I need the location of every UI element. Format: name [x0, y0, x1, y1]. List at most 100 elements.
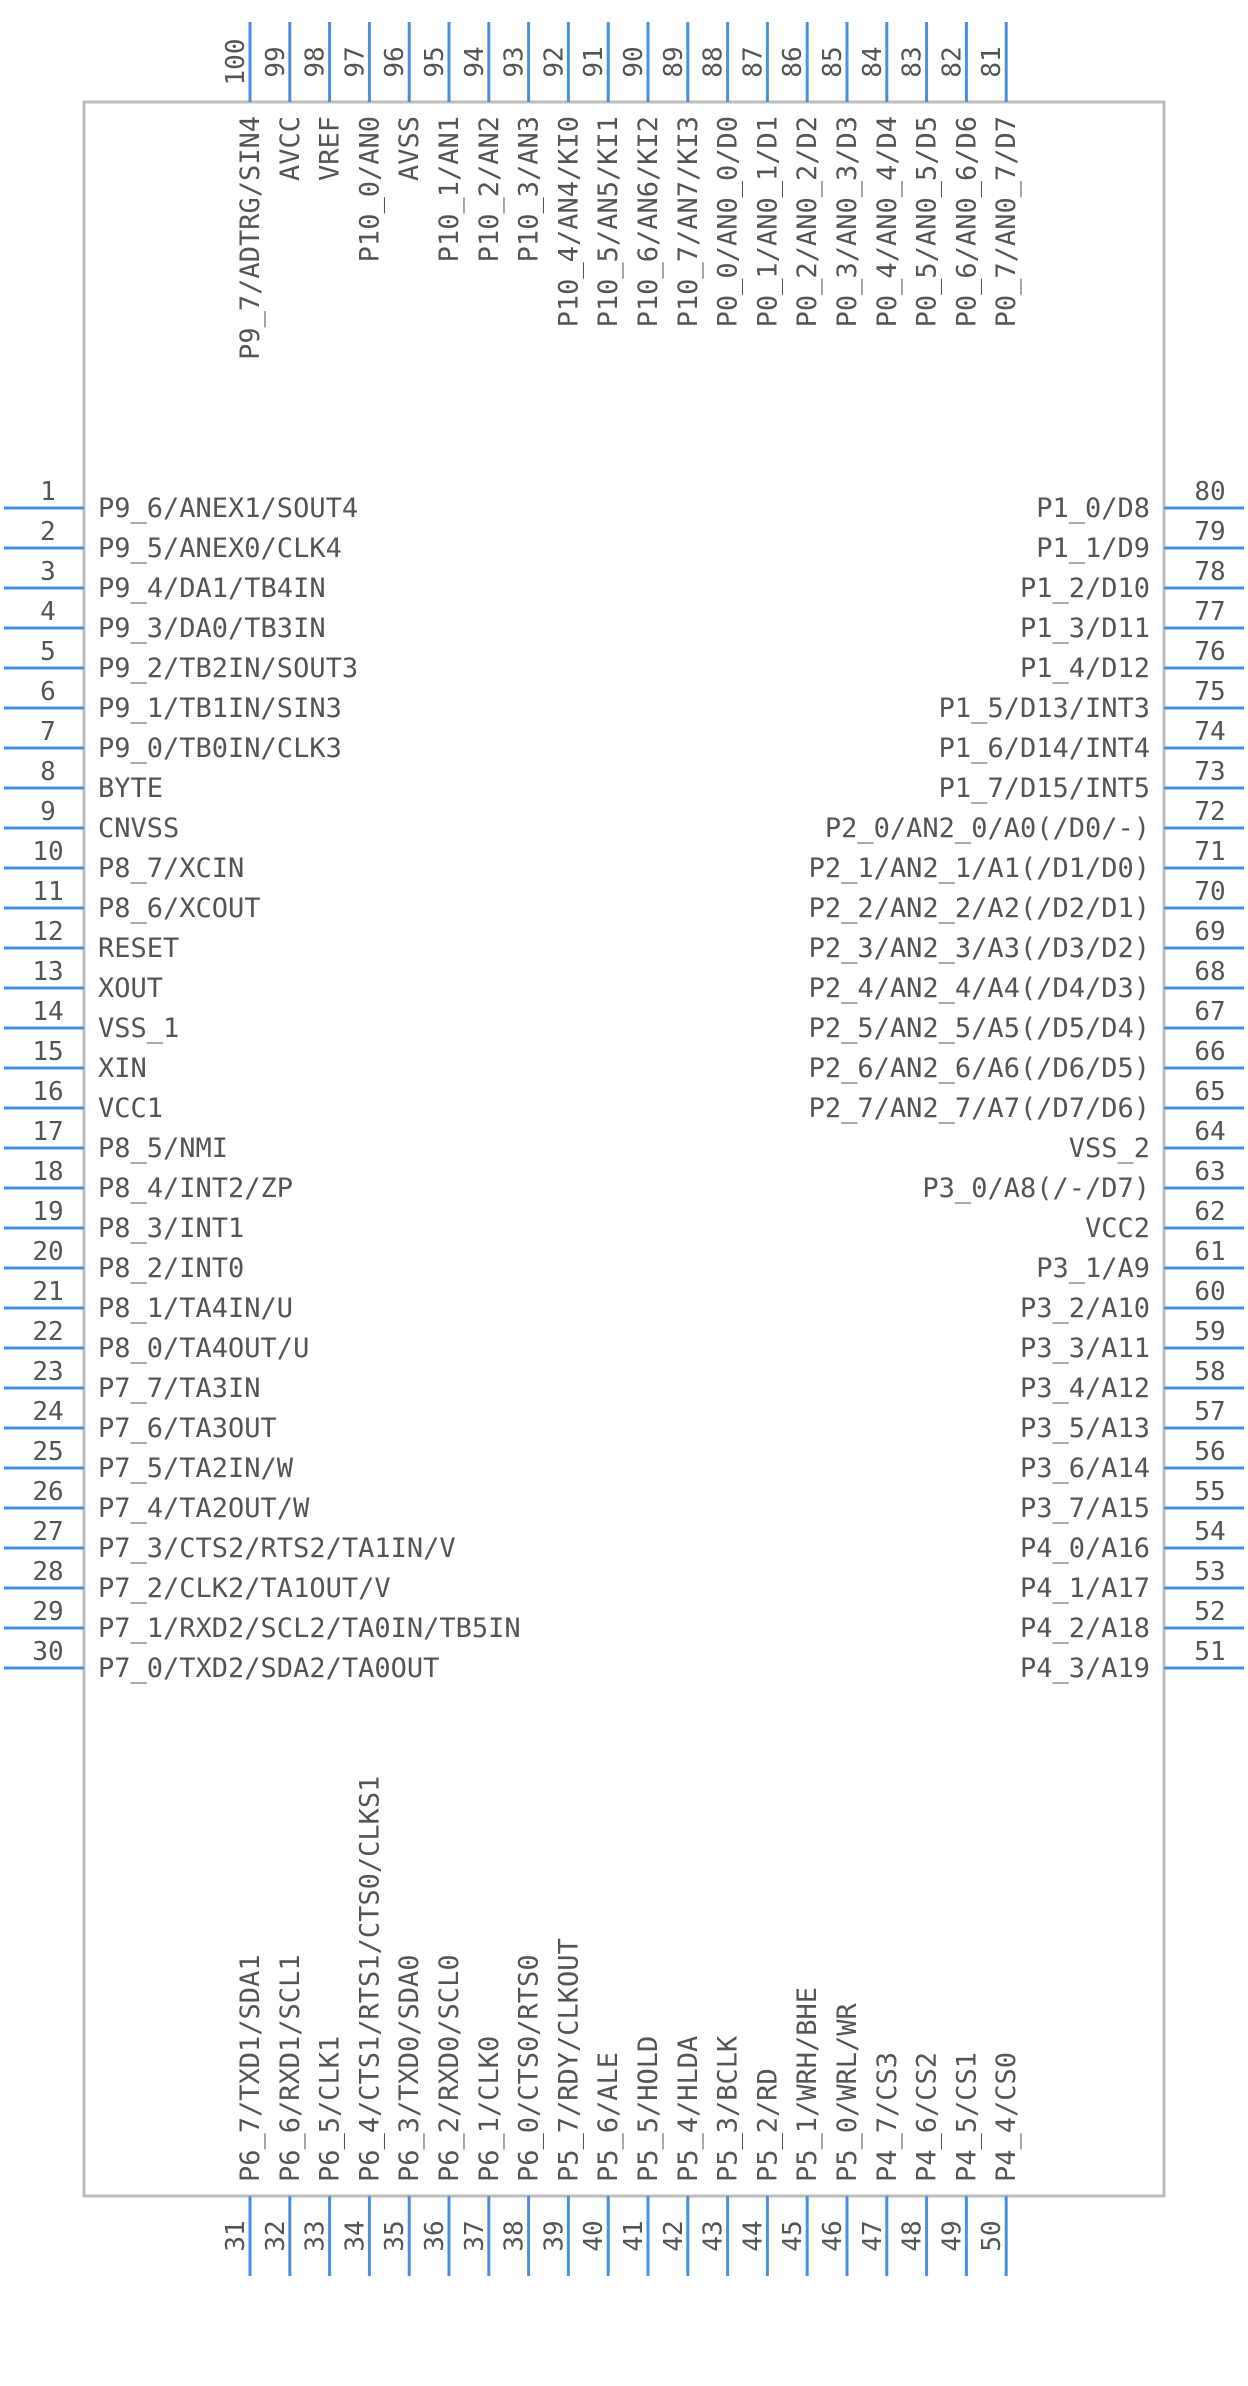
pin-25-label: P7_5/TA2IN/W — [98, 1453, 294, 1484]
pin-16-label: VCC1 — [98, 1093, 163, 1124]
pin-75-number: 75 — [1194, 677, 1225, 707]
pin-94-label: P10_2/AN2 — [474, 116, 505, 262]
pin-54-label: P4_0/A16 — [1020, 1533, 1150, 1564]
pin-37-label: P6_1/CLK0 — [474, 2036, 505, 2182]
pin-30-label: P7_0/TXD2/SDA2/TA0OUT — [98, 1653, 439, 1684]
left-pin-group: 1P9_6/ANEX1/SOUT42P9_5/ANEX0/CLK43P9_4/D… — [4, 477, 521, 1684]
pin-24-number: 24 — [32, 1397, 63, 1427]
pin-50-number: 50 — [977, 2220, 1007, 2251]
pin-81-label: P0_7/AN0_7/D7 — [991, 116, 1022, 327]
pin-1-label: P9_6/ANEX1/SOUT4 — [98, 493, 358, 524]
pin-59-number: 59 — [1194, 1317, 1225, 1347]
pin-11-number: 11 — [32, 877, 63, 907]
pin-36-number: 36 — [420, 2220, 450, 2251]
pin-14-number: 14 — [32, 997, 63, 1027]
pin-39-label: P5_7/RDY/CLKOUT — [553, 1938, 584, 2182]
pin-17-label: P8_5/NMI — [98, 1133, 228, 1164]
pin-8-label: BYTE — [98, 773, 163, 804]
pin-29-label: P7_1/RXD2/SCL2/TA0IN/TB5IN — [98, 1613, 521, 1644]
pin-94-number: 94 — [460, 46, 490, 77]
pin-77-number: 77 — [1194, 597, 1225, 627]
pin-45-label: P5_1/WRH/BHE — [792, 1987, 823, 2182]
pin-96-number: 96 — [380, 46, 410, 77]
pin-49-number: 49 — [937, 2220, 967, 2251]
pin-21-label: P8_1/TA4IN/U — [98, 1293, 293, 1324]
pin-38-label: P6_0/CTS0/RTS0 — [514, 1954, 545, 2182]
pin-62-label: VCC2 — [1085, 1213, 1150, 1244]
pin-32-label: P6_6/RXD1/SCL1 — [275, 1954, 306, 2182]
pin-72-label: P2_0/AN2_0/A0(/D0/-) — [825, 813, 1150, 844]
pin-68-label: P2_4/AN2_4/A4(/D4/D3) — [809, 973, 1150, 1004]
pin-82-label: P0_6/AN0_6/D6 — [951, 116, 982, 327]
pin-51-number: 51 — [1194, 1637, 1225, 1667]
pin-9-label: CNVSS — [98, 813, 179, 844]
pin-41-label: P5_5/HOLD — [633, 2036, 664, 2182]
pin-56-number: 56 — [1194, 1437, 1225, 1467]
pin-22-number: 22 — [32, 1317, 63, 1347]
pin-28-label: P7_2/CLK2/TA1OUT/V — [98, 1573, 391, 1604]
pin-92-label: P10_4/AN4/KI0 — [553, 116, 584, 327]
pin-67-number: 67 — [1194, 997, 1225, 1027]
pin-82-number: 82 — [937, 46, 967, 77]
pin-75-label: P1_5/D13/INT3 — [939, 693, 1150, 724]
pin-33-number: 33 — [301, 2220, 331, 2251]
pin-69-label: P2_3/AN2_3/A3(/D3/D2) — [809, 933, 1150, 964]
pin-67-label: P2_5/AN2_5/A5(/D5/D4) — [809, 1013, 1150, 1044]
pin-17-number: 17 — [32, 1117, 63, 1147]
pin-77-label: P1_3/D11 — [1020, 613, 1150, 644]
pin-5-number: 5 — [40, 637, 56, 667]
pin-34-label: P6_4/CTS1/RTS1/CTS0/CLKS1 — [354, 1776, 385, 2182]
pin-37-number: 37 — [460, 2220, 490, 2251]
pin-13-label: XOUT — [98, 973, 163, 1004]
pin-36-label: P6_2/RXD0/SCL0 — [434, 1954, 465, 2182]
pin-65-label: P2_7/AN2_7/A7(/D7/D6) — [809, 1093, 1150, 1124]
pin-26-number: 26 — [32, 1477, 63, 1507]
pin-79-number: 79 — [1194, 517, 1225, 547]
pin-42-label: P5_4/HLDA — [673, 2036, 704, 2182]
pin-7-label: P9_0/TB0IN/CLK3 — [98, 733, 342, 764]
pin-16-number: 16 — [32, 1077, 63, 1107]
pin-87-label: P0_1/AN0_1/D1 — [752, 116, 783, 327]
pin-80-label: P1_0/D8 — [1036, 493, 1150, 524]
pin-97-number: 97 — [340, 46, 370, 77]
pin-78-label: P1_2/D10 — [1020, 573, 1150, 604]
pin-2-number: 2 — [40, 517, 56, 547]
pin-11-label: P8_6/XCOUT — [98, 893, 261, 924]
pin-84-number: 84 — [858, 46, 888, 77]
pin-58-number: 58 — [1194, 1357, 1225, 1387]
pin-48-label: P4_6/CS2 — [912, 2052, 943, 2182]
pin-90-label: P10_6/AN6/KI2 — [633, 116, 664, 327]
pin-27-number: 27 — [32, 1517, 63, 1547]
pin-74-number: 74 — [1194, 717, 1225, 747]
pin-12-label: RESET — [98, 933, 179, 964]
pin-95-number: 95 — [420, 46, 450, 77]
pin-98-label: VREF — [315, 116, 346, 181]
pin-97-label: P10_0/AN0 — [354, 116, 385, 262]
pin-65-number: 65 — [1194, 1077, 1225, 1107]
pin-18-number: 18 — [32, 1157, 63, 1187]
pin-46-label: P5_0/WRL/WR — [832, 2002, 863, 2182]
pin-55-label: P3_7/A15 — [1020, 1493, 1150, 1524]
pin-42-number: 42 — [659, 2220, 689, 2251]
pin-10-number: 10 — [32, 837, 63, 867]
pin-44-number: 44 — [738, 2220, 768, 2251]
pin-92-number: 92 — [539, 46, 569, 77]
pin-76-label: P1_4/D12 — [1020, 653, 1150, 684]
pin-56-label: P3_6/A14 — [1020, 1453, 1150, 1484]
pin-35-number: 35 — [380, 2220, 410, 2251]
pin-90-number: 90 — [619, 46, 649, 77]
pin-29-number: 29 — [32, 1597, 63, 1627]
pin-88-label: P0_0/AN0_0/D0 — [713, 116, 744, 327]
pin-15-number: 15 — [32, 1037, 63, 1067]
pin-60-number: 60 — [1194, 1277, 1225, 1307]
pin-33-label: P6_5/CLK1 — [315, 2036, 346, 2182]
pin-43-label: P5_3/BCLK — [713, 2035, 744, 2182]
pin-23-number: 23 — [32, 1357, 63, 1387]
pin-72-number: 72 — [1194, 797, 1225, 827]
pin-68-number: 68 — [1194, 957, 1225, 987]
pin-50-label: P4_4/CS0 — [991, 2052, 1022, 2182]
pin-2-label: P9_5/ANEX0/CLK4 — [98, 533, 342, 564]
pin-53-number: 53 — [1194, 1557, 1225, 1587]
pin-4-number: 4 — [40, 597, 56, 627]
pin-1-number: 1 — [40, 477, 56, 507]
